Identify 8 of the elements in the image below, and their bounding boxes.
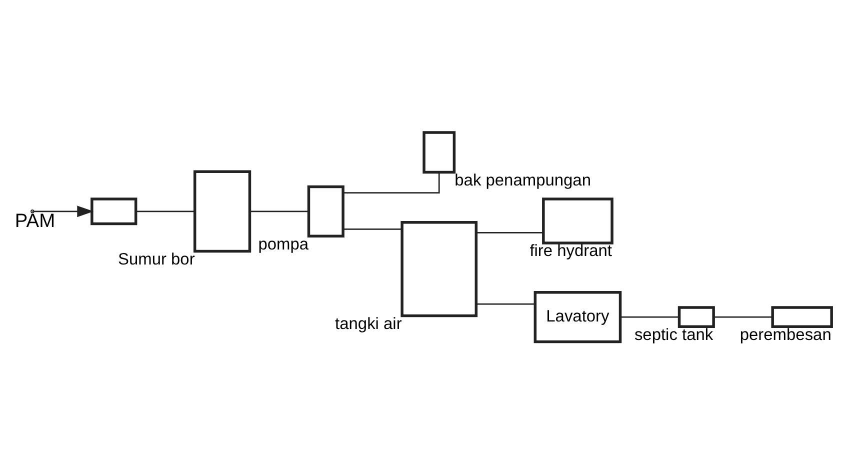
- node-label: Sumur bor: [118, 250, 195, 268]
- node-label: bak penampungan: [454, 170, 591, 189]
- node-label: perembesan: [740, 325, 832, 344]
- node-label: fire hydrant: [530, 242, 612, 260]
- edge-label: PAM: [14, 210, 56, 232]
- node-label: septic tank: [634, 325, 714, 344]
- node-label: tangki air: [335, 314, 402, 332]
- node-label: pompa: [258, 234, 309, 253]
